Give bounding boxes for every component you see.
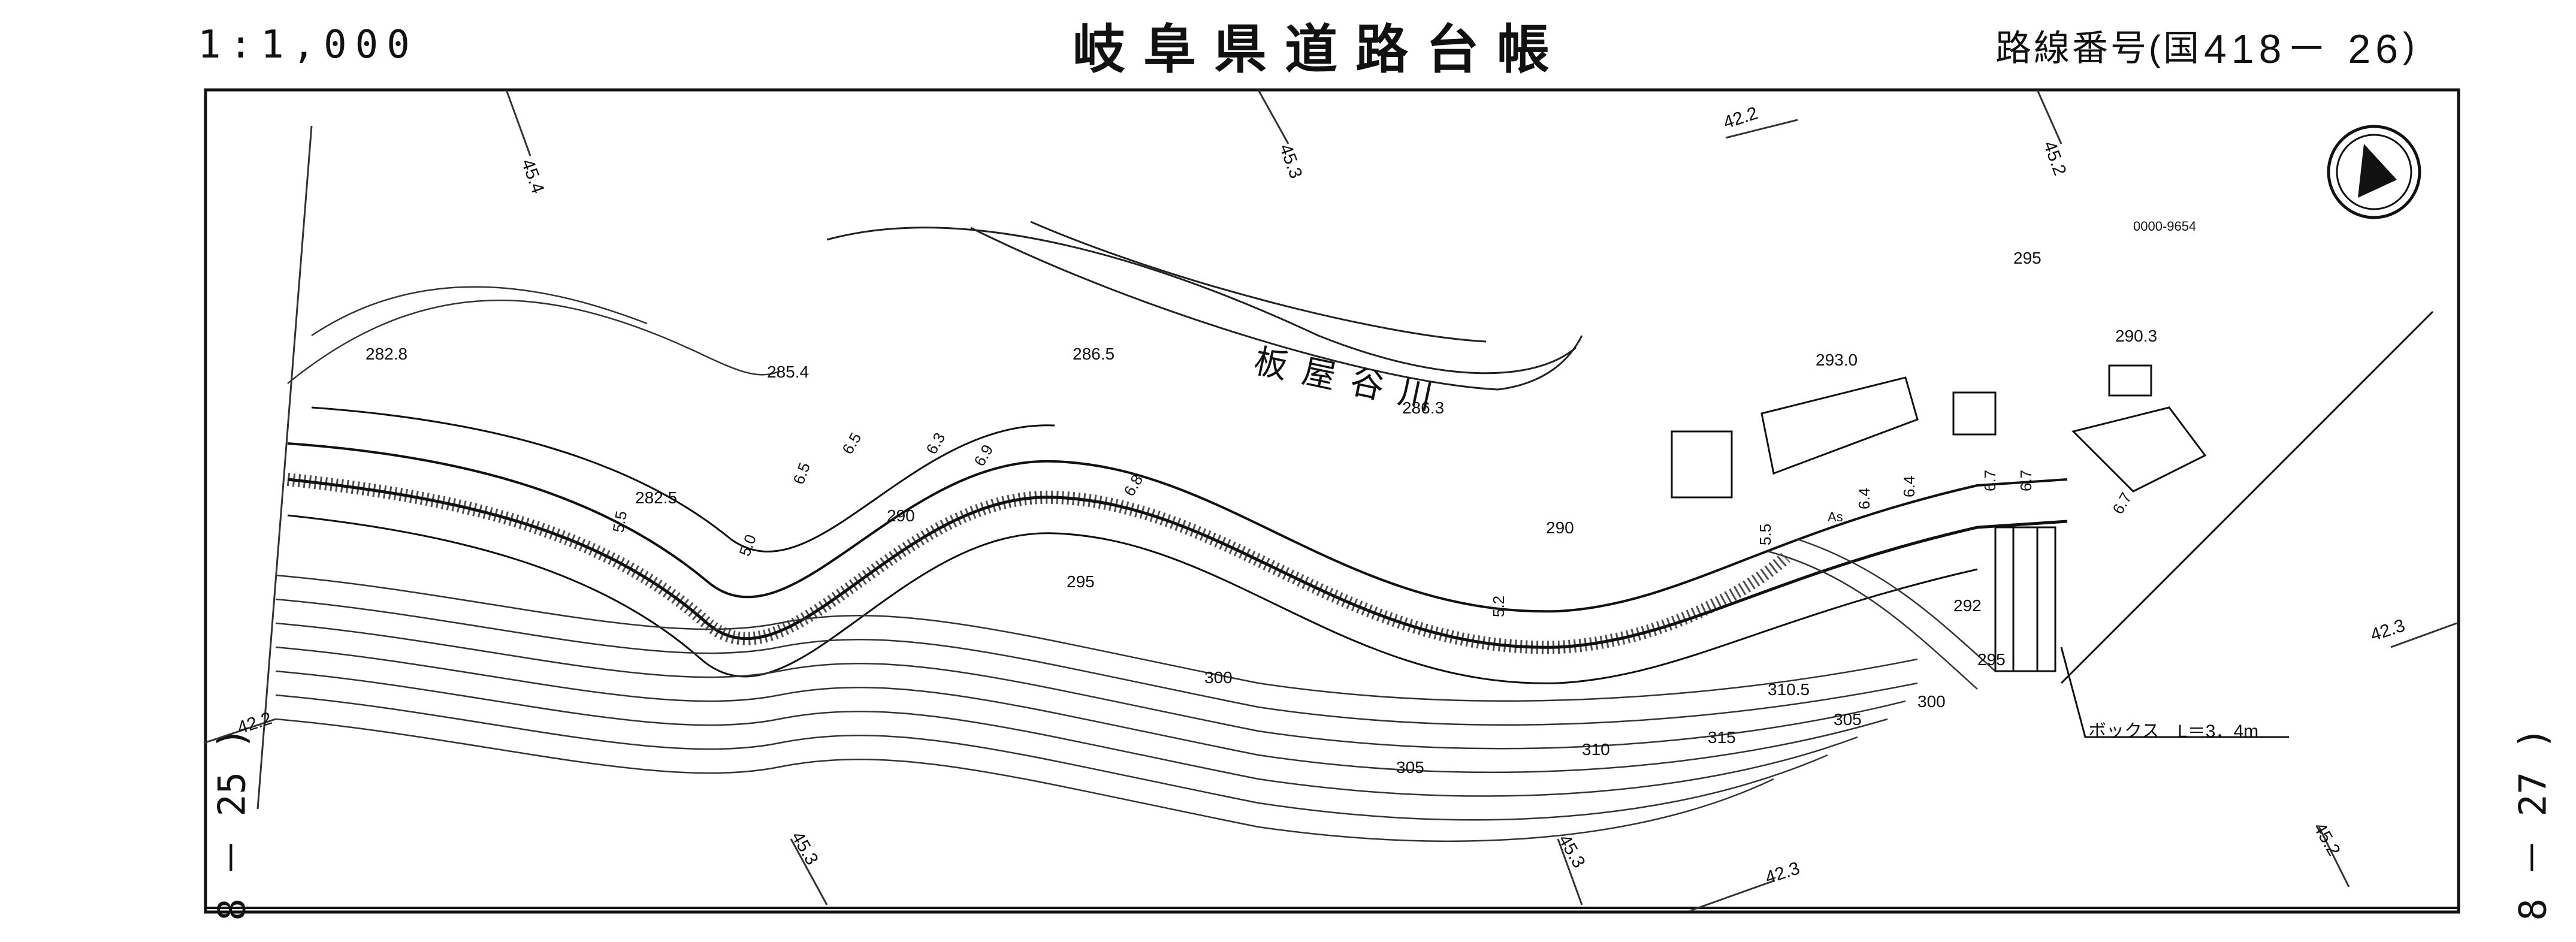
elevation-label: 300 bbox=[1917, 692, 1946, 711]
sheet-boundary bbox=[2060, 310, 2434, 684]
elevation-label: 295 bbox=[1977, 650, 2006, 669]
road-width-label: 6.3 bbox=[922, 430, 949, 457]
road-width-label: 5.0 bbox=[735, 532, 760, 558]
contour-lines bbox=[275, 286, 1996, 842]
elevation-label: 293.0 bbox=[1816, 351, 1858, 369]
elevation-label: 282.8 bbox=[366, 345, 407, 363]
route-close-paren: ) bbox=[2402, 25, 2417, 65]
grid-label: 45.3 bbox=[1554, 831, 1589, 871]
elevation-label: 290 bbox=[1546, 518, 1574, 537]
route-number: 418－ 26 bbox=[2203, 26, 2403, 72]
elevation-label: 305 bbox=[1834, 710, 1862, 729]
elevation-label: 305 bbox=[1396, 758, 1424, 777]
elevation-label: 286.3 bbox=[1402, 398, 1444, 417]
page-title: 岐阜県道路台帳 bbox=[1073, 17, 1568, 80]
retaining-wall bbox=[286, 473, 1790, 654]
elevation-label: 286.5 bbox=[1073, 345, 1115, 363]
road-width-label: 6.5 bbox=[789, 460, 814, 487]
grid-label: 42.3 bbox=[2368, 615, 2408, 645]
grid-label: 42.2 bbox=[1721, 103, 1760, 132]
buildings bbox=[1671, 364, 2207, 499]
north-arrow-icon bbox=[2327, 125, 2421, 219]
road-width-label: 6.7 bbox=[2109, 490, 2135, 517]
elevation-label: 310 bbox=[1582, 740, 1610, 759]
road-width-label: 6.8 bbox=[1120, 472, 1146, 499]
elevation-label: 282.5 bbox=[635, 488, 677, 507]
elevation-label: 292 bbox=[1953, 596, 1982, 615]
elevation-label: 285.4 bbox=[767, 363, 809, 381]
road-width-label: 6.4 bbox=[1900, 476, 1918, 497]
road-width-label: 6.9 bbox=[970, 442, 996, 469]
stream bbox=[826, 221, 1583, 391]
route-label: 路線番号 bbox=[1995, 28, 2149, 68]
grid-label: 42.3 bbox=[1763, 858, 1802, 887]
elevation-label: 290 bbox=[887, 506, 915, 525]
grid-label: 45.4 bbox=[517, 156, 548, 196]
road-width-label: 6.5 bbox=[838, 430, 865, 457]
elevation-label: 295 bbox=[2013, 249, 2042, 267]
road-width-label: 6.7 bbox=[1981, 470, 1999, 491]
road-width-label: 5.5 bbox=[609, 509, 630, 534]
map-code-label: 0000-9654 bbox=[2133, 219, 2196, 234]
elevation-label: 295 bbox=[1067, 572, 1095, 591]
grid-label: 42.2 bbox=[235, 708, 274, 738]
elevation-label: 310.5 bbox=[1768, 680, 1810, 699]
grid-label: 45.3 bbox=[1275, 141, 1306, 181]
elevation-label: 315 bbox=[1708, 728, 1736, 747]
map-scale: 1:1,000 bbox=[198, 23, 418, 67]
road-width-label: 6.4 bbox=[1855, 488, 1873, 509]
grid-label: 45.2 bbox=[2309, 819, 2344, 859]
grid-lines bbox=[203, 89, 2457, 912]
grid-label: 45.2 bbox=[2039, 138, 2070, 178]
pavement-label: As bbox=[1828, 509, 1843, 524]
road-width-label: 5.5 bbox=[1756, 524, 1774, 545]
route-open-paren: (国 bbox=[2149, 28, 2201, 68]
grid-label: 45.3 bbox=[787, 828, 822, 868]
box-culvert bbox=[1994, 526, 2289, 738]
road-width-label: 6.7 bbox=[2017, 470, 2035, 491]
elevation-label: 290.3 bbox=[2115, 327, 2157, 345]
route-number-block: 路線番号 (国 418－ 26 ) bbox=[1995, 0, 2417, 90]
box-culvert-label: ボックス L＝3．4m bbox=[2088, 721, 2258, 741]
road-width-label: 5.2 bbox=[1490, 596, 1508, 617]
map-frame bbox=[204, 88, 2460, 914]
elevation-label: 300 bbox=[1204, 668, 1233, 687]
